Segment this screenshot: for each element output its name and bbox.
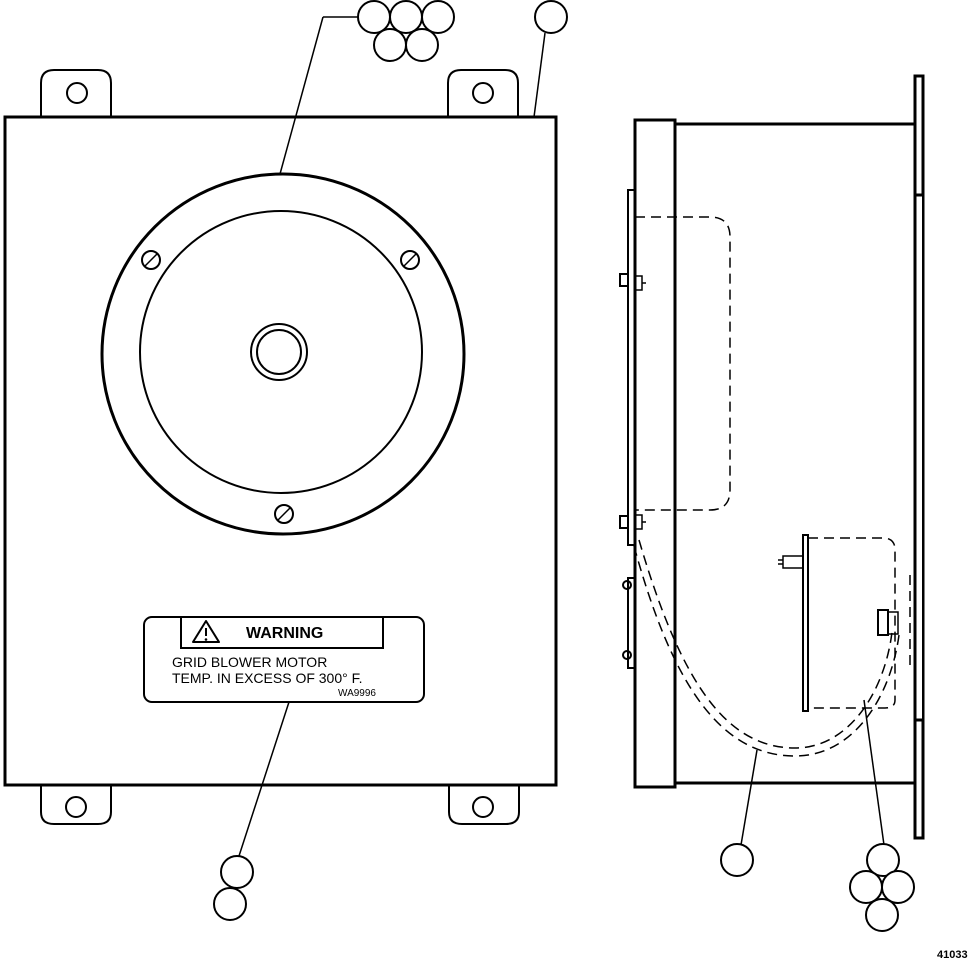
warning-line-2: TEMP. IN EXCESS OF 300° F.	[172, 670, 363, 686]
figure-number: 41033	[937, 949, 968, 961]
side-view	[619, 74, 925, 932]
warning-code: WA9996	[338, 688, 376, 699]
callout-pair-bottom	[213, 855, 254, 921]
warning-label: WARNING GRID BLOWER MOTOR TEMP. IN EXCES…	[143, 616, 425, 703]
blower-motor	[100, 172, 466, 536]
bolt-lower	[619, 514, 646, 530]
bolt-side	[622, 580, 632, 660]
front-view: WARNING GRID BLOWER MOTOR TEMP. IN EXCES…	[3, 0, 568, 921]
front-plate	[633, 118, 677, 789]
mounting-tab-top-right	[447, 69, 519, 117]
thermostat-stud	[778, 555, 804, 569]
wire-harness	[633, 539, 900, 757]
warning-triangle-icon	[192, 620, 220, 643]
callout-cluster-right	[849, 843, 915, 932]
leader-line	[740, 749, 758, 846]
callout-bubble	[720, 843, 754, 877]
thermostat-terminal	[877, 575, 911, 670]
leader-line	[279, 16, 324, 175]
callout-cluster-top	[357, 0, 455, 62]
housing-front	[3, 115, 558, 787]
leader-line	[238, 701, 290, 857]
bolt-upper	[619, 273, 646, 291]
motor-hidden-outline	[635, 216, 731, 511]
leader-line	[533, 32, 546, 118]
warning-line-1: GRID BLOWER MOTOR	[172, 654, 327, 670]
screw-top-right	[400, 250, 420, 270]
mounting-tab-bottom-left	[40, 785, 112, 825]
callout-bubble	[534, 0, 568, 34]
screw-bottom	[274, 504, 294, 524]
mounting-tab-bottom-right	[448, 785, 520, 825]
warning-header: WARNING	[246, 625, 323, 642]
mounting-tab-top-left	[40, 69, 112, 117]
motor-mount-plate	[627, 189, 636, 546]
thermostat-hidden-outline	[808, 537, 896, 709]
leader-line	[863, 699, 885, 846]
screw-top-left	[141, 250, 161, 270]
